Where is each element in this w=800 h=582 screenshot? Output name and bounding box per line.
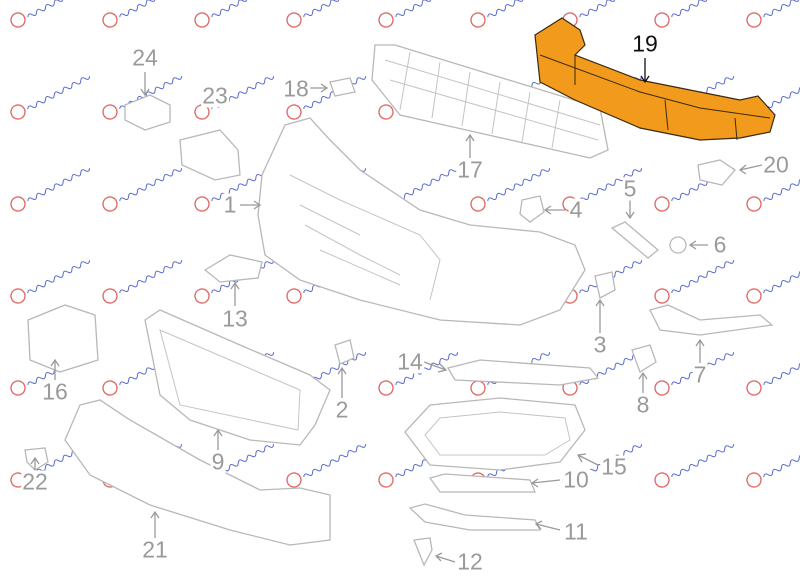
watermark-logo	[102, 76, 183, 120]
part-7-side-bracket[interactable]	[649, 304, 774, 336]
watermark-logo	[102, 260, 183, 304]
watermark-logo	[746, 260, 800, 304]
callout-20: 20	[762, 151, 790, 178]
watermark-logo	[378, 0, 459, 28]
callout-12: 12	[456, 548, 484, 575]
part-24-sensor-bracket[interactable]	[124, 94, 171, 131]
watermark-logo	[102, 0, 183, 28]
part-11-chrome-trim[interactable]	[408, 503, 542, 531]
watermark-logo	[10, 260, 91, 304]
watermark-logo	[746, 168, 800, 212]
part-8-clip[interactable]	[631, 344, 657, 373]
part-12-screw[interactable]	[413, 537, 433, 567]
callout-5: 5	[622, 175, 638, 202]
part-14-trim-strip[interactable]	[447, 359, 600, 386]
part-1-bumper-cover[interactable]	[257, 117, 586, 326]
callout-18: 18	[282, 75, 310, 102]
watermark-logo	[470, 0, 551, 28]
part-6-clip[interactable]	[669, 236, 687, 254]
callout-1: 1	[222, 191, 238, 218]
part-5-seal-strip[interactable]	[610, 221, 660, 259]
callout-23: 23	[201, 82, 229, 109]
callout-6: 6	[712, 231, 728, 258]
callout-2: 2	[334, 396, 350, 423]
part-10-lower-trim[interactable]	[428, 473, 536, 493]
watermark-logo	[746, 0, 800, 28]
callout-14: 14	[396, 348, 424, 375]
callout-7: 7	[692, 361, 708, 388]
callout-4: 4	[568, 196, 584, 223]
watermark-logo	[194, 0, 275, 28]
callout-8: 8	[635, 391, 651, 418]
part-22-clip[interactable]	[24, 447, 49, 471]
watermark-logo	[10, 76, 91, 120]
part-4-clip[interactable]	[519, 195, 545, 223]
callout-21: 21	[141, 536, 169, 563]
watermark-logo	[10, 168, 91, 212]
watermark-logo	[286, 0, 367, 28]
callout-22: 22	[21, 468, 49, 495]
watermark-logo	[746, 444, 800, 488]
callout-3: 3	[592, 331, 608, 358]
callout-13: 13	[221, 305, 249, 332]
part-17-grille-mesh[interactable]	[371, 44, 609, 159]
part-19-bumper-reinforcement[interactable]	[534, 17, 776, 141]
watermark-logo	[286, 444, 367, 488]
callout-17: 17	[456, 156, 484, 183]
part-2-clip[interactable]	[334, 339, 355, 365]
watermark-logo	[654, 444, 735, 488]
watermark-logo	[378, 352, 459, 396]
part-18-bolt[interactable]	[329, 77, 356, 97]
watermark-logo	[10, 0, 91, 28]
part-21-lower-spoiler[interactable]	[64, 399, 331, 546]
callout-16: 16	[41, 378, 69, 405]
part-20-bolt[interactable]	[697, 159, 736, 186]
callout-15: 15	[600, 453, 628, 480]
watermark-logo	[654, 260, 735, 304]
part-3-clip[interactable]	[594, 271, 616, 299]
part-13-cover-cap[interactable]	[203, 254, 263, 283]
part-15-fog-lamp-grille[interactable]	[404, 397, 586, 471]
callout-arrows	[30, 58, 763, 563]
watermark-logo	[746, 352, 800, 396]
callout-24: 24	[131, 44, 159, 71]
watermark-logo	[470, 168, 551, 212]
watermark-layer	[10, 0, 800, 488]
callout-9: 9	[210, 448, 226, 475]
watermark-logo	[654, 0, 735, 28]
part-23-parking-sensor[interactable]	[179, 129, 241, 181]
callout-10: 10	[562, 466, 590, 493]
part-16-bracket[interactable]	[27, 304, 99, 373]
callout-19: 19	[632, 30, 658, 57]
watermark-logo	[102, 168, 183, 212]
callout-11: 11	[563, 518, 589, 545]
